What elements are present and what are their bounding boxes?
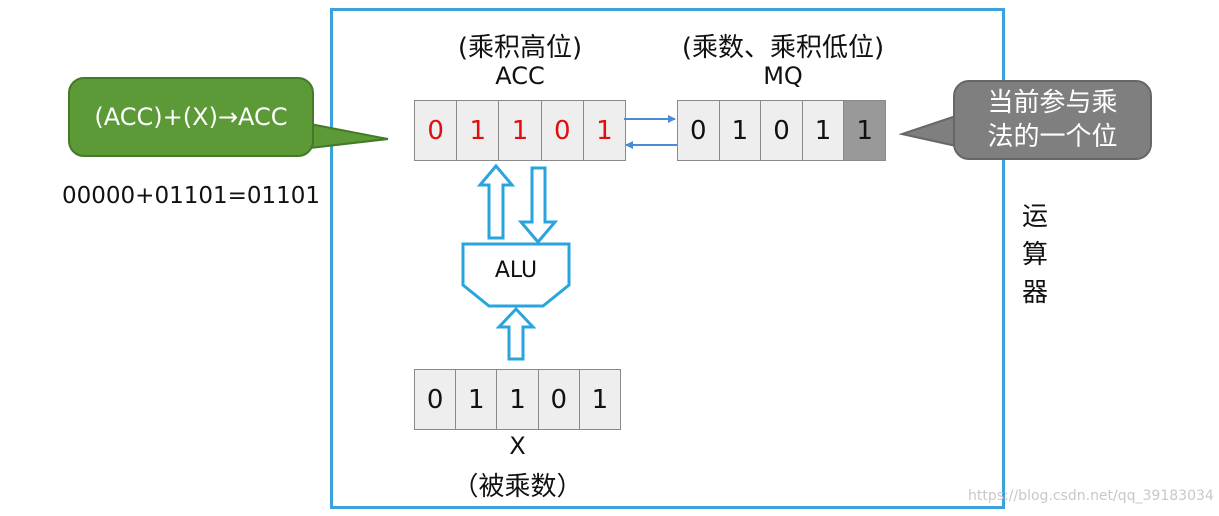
gray-callout-tail (898, 114, 957, 148)
mq-title: (乘数、乘积低位) (681, 33, 885, 63)
mq-bit: 1 (803, 101, 845, 160)
acc-bit: 1 (499, 101, 542, 160)
current-bit-callout: 当前参与乘 法的一个位 (953, 80, 1152, 160)
mq-name: MQ (763, 62, 803, 90)
acc-bit: 1 (457, 101, 500, 160)
arithmetic-unit-label: 运 算 器 (1018, 198, 1052, 312)
mq-bit: 0 (678, 101, 720, 160)
x-to-alu-arrow (495, 306, 537, 361)
acc-bit: 1 (596, 115, 613, 146)
x-bit: 1 (591, 384, 609, 415)
x-bit: 1 (456, 370, 498, 429)
x-bit: 0 (539, 370, 580, 429)
x-bit: 0 (415, 370, 457, 429)
alu-label: ALU (494, 258, 538, 283)
mq-bit: 0 (761, 101, 803, 160)
x-name: X (509, 432, 526, 460)
acc-name: ACC (495, 62, 545, 90)
mq-bit: 1 (720, 101, 762, 160)
watermark: https://blog.csdn.net/qq_39183034 (968, 488, 1214, 504)
acc-title: (乘积高位) (457, 33, 583, 63)
acc-operation-callout: (ACC)+(X)→ACC (68, 77, 314, 157)
acc-register: 0 1 1 0 1 (414, 100, 626, 161)
acc-bit: 0 (542, 101, 584, 160)
alu-shape (461, 242, 571, 308)
unit-label-char: 算 (1021, 240, 1048, 270)
current-bit-text-line2: 法的一个位 (987, 122, 1118, 152)
x-register: 0 1 1 0 1 (414, 369, 621, 430)
unit-label-char: 器 (1021, 278, 1048, 308)
unit-label-char: 运 (1021, 202, 1048, 232)
equation-text: 00000+01101=01101 (62, 183, 321, 209)
x-bit: 1 (497, 370, 539, 429)
green-callout-tail (309, 122, 389, 150)
mq-register: 0 1 0 1 1 (677, 100, 886, 161)
mq-current-bit: 1 (844, 101, 885, 160)
alu-to-acc-arrow (476, 163, 516, 240)
acc-bit: 0 (415, 101, 458, 160)
current-bit-text-line1: 当前参与乘 (987, 88, 1118, 118)
x-title: （被乘数） (452, 472, 583, 502)
acc-operation-text: (ACC)+(X)→ACC (94, 103, 288, 131)
acc-to-alu-arrow (517, 166, 559, 245)
arithmetic-unit-frame (330, 8, 1005, 509)
